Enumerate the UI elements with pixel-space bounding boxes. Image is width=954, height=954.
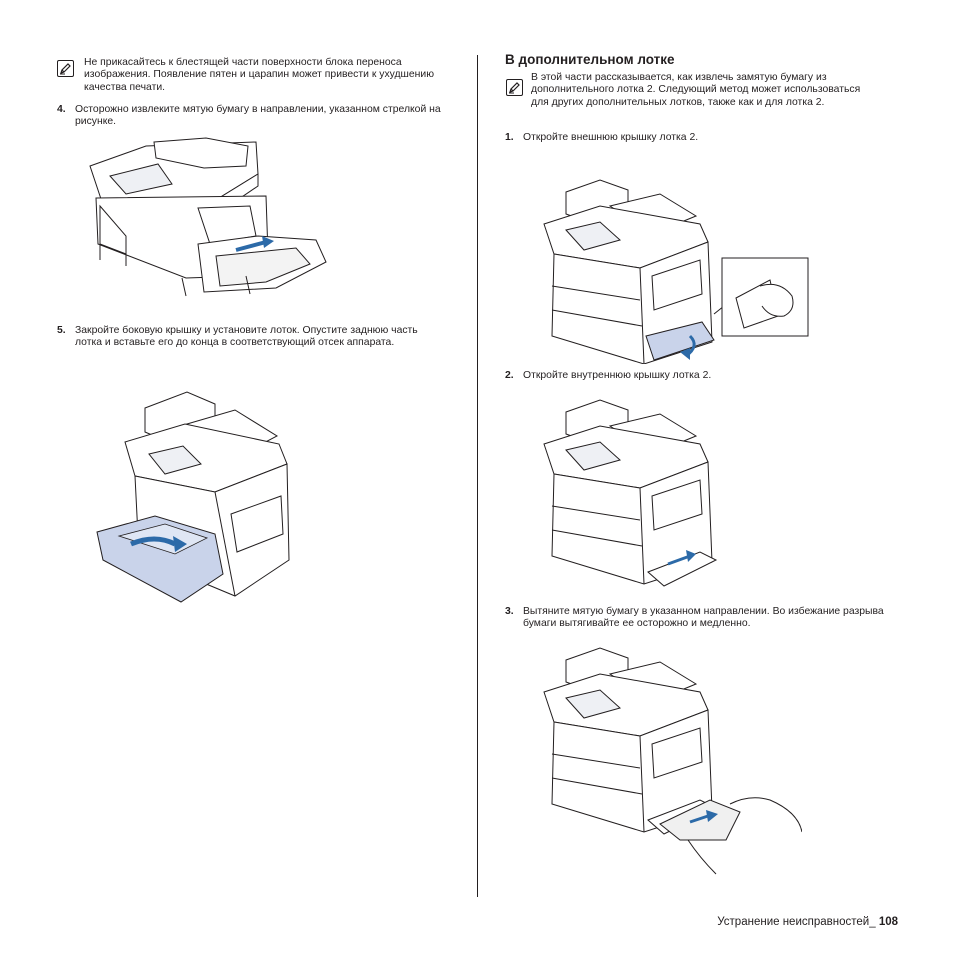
- footer-section-title: Устранение неисправностей_: [717, 916, 876, 928]
- note-icon: [57, 60, 74, 77]
- note-text: Не прикасайтесь к блестящей части поверх…: [84, 57, 435, 93]
- step-text: Осторожно извлеките мятую бумагу в напра…: [75, 104, 441, 128]
- page-number: 108: [878, 916, 898, 928]
- step-text: Откройте внутреннюю крышку лотка 2.: [523, 370, 712, 381]
- printer-pull-paper-illustration: [543, 647, 802, 875]
- note-text: В этой части рассказывается, как извлечь…: [531, 72, 861, 108]
- step-text: Вытяните мятую бумагу в указанном направ…: [523, 606, 884, 630]
- step-number: 5.: [57, 325, 66, 336]
- printer-side-cover-illustration: [89, 137, 327, 297]
- step-text: Закройте боковую крышку и установите лот…: [75, 325, 418, 349]
- section-heading: В дополнительном лотке: [505, 52, 675, 67]
- step-text: Откройте внешнюю крышку лотка 2.: [523, 132, 699, 143]
- column-divider: [477, 55, 478, 897]
- step-number: 4.: [57, 104, 66, 115]
- step-number: 3.: [505, 606, 514, 617]
- printer-insert-tray-illustration: [96, 391, 290, 603]
- page-footer: Устранение неисправностей_ 108: [717, 915, 898, 929]
- note-icon: [506, 79, 523, 96]
- printer-open-outer-cover-illustration: [543, 179, 809, 364]
- printer-open-inner-cover-illustration: [543, 399, 718, 587]
- step-number: 1.: [505, 132, 514, 143]
- step-number: 2.: [505, 370, 514, 381]
